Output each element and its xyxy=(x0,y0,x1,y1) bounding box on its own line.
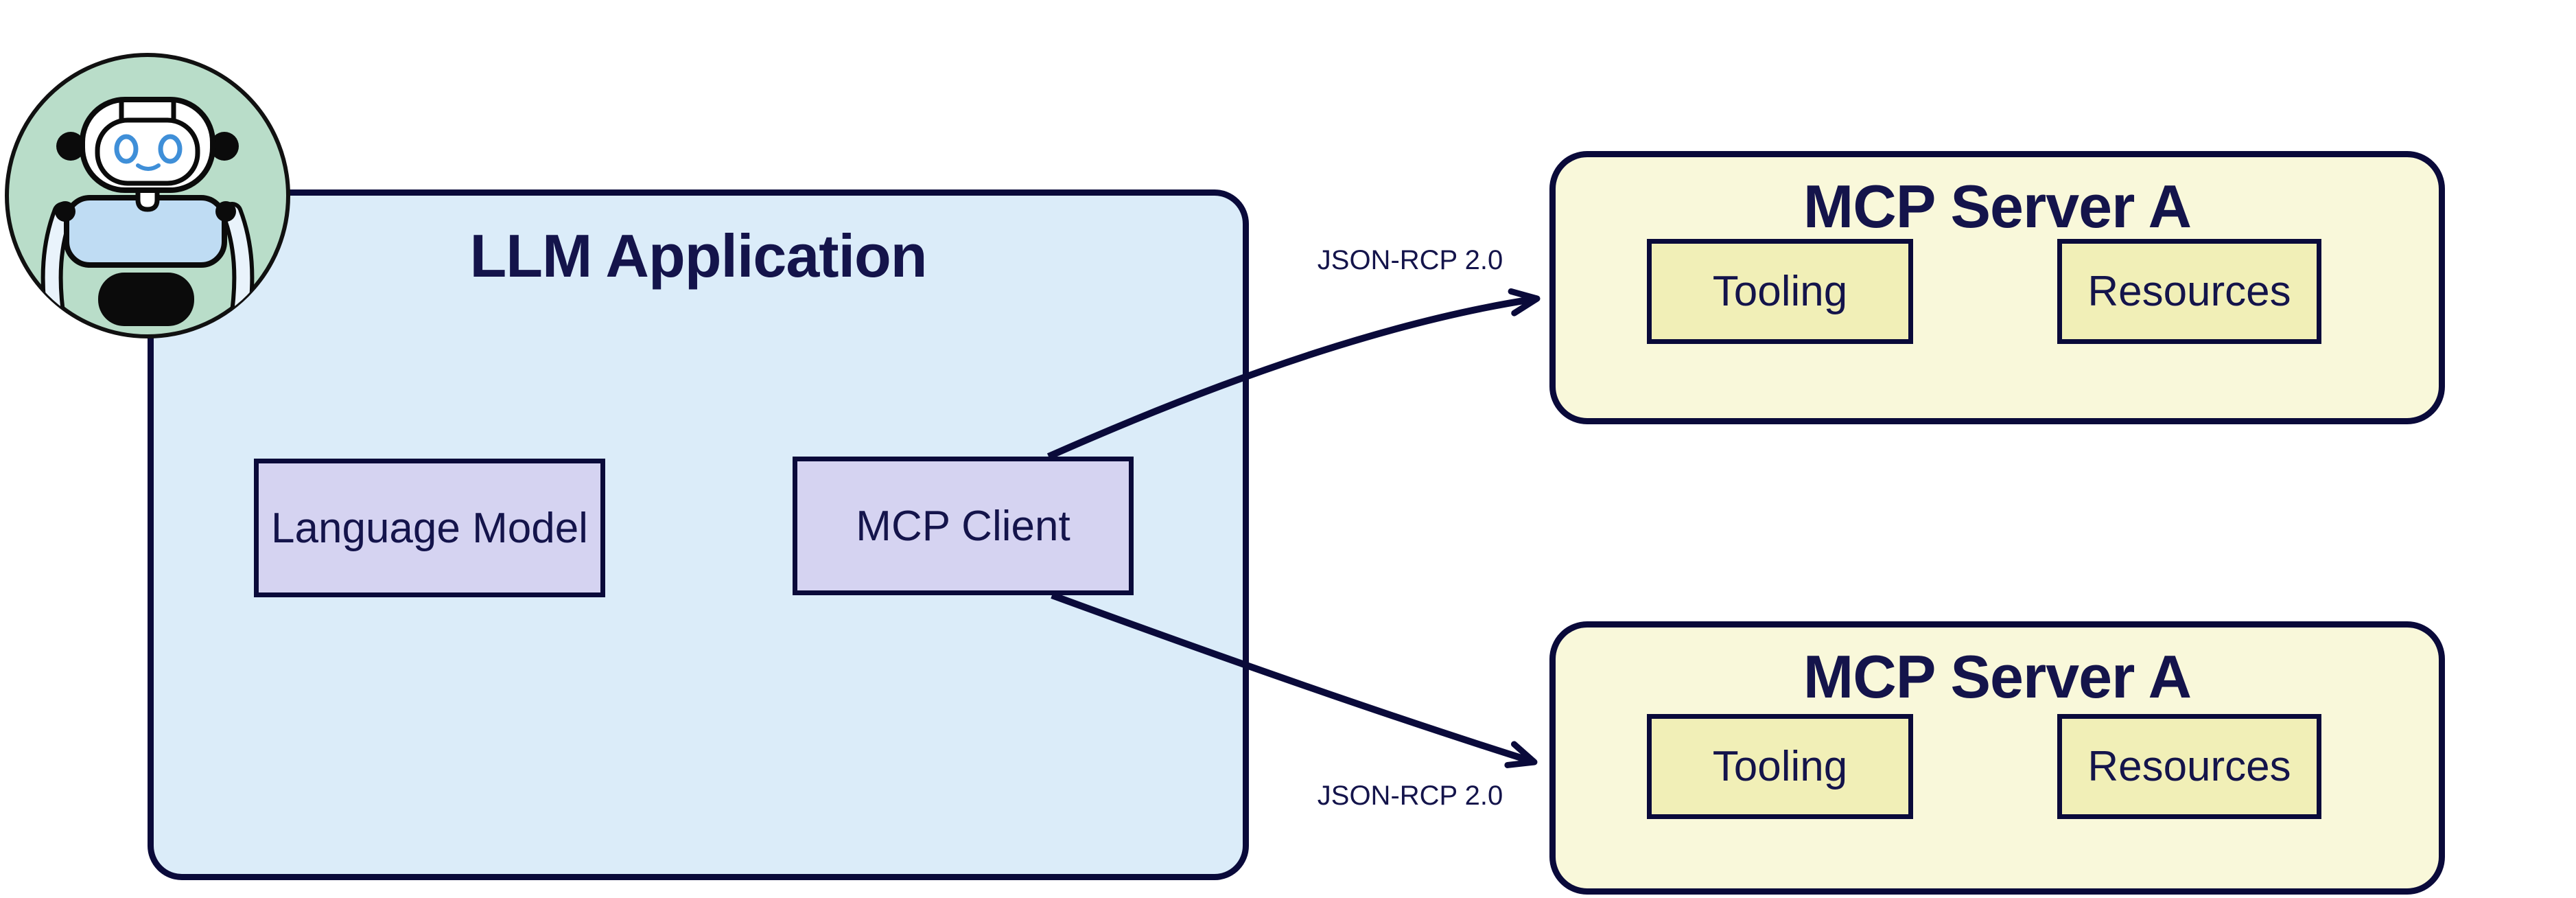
server-bottom-resources-box: Resources xyxy=(2057,714,2321,819)
robot-eye-left xyxy=(114,134,139,164)
llm-application-title: LLM Application xyxy=(469,222,927,290)
language-model-label: Language Model xyxy=(271,504,588,552)
robot-chest xyxy=(98,273,194,326)
mcp-client-box: MCP Client xyxy=(793,457,1134,595)
robot-smile xyxy=(136,163,161,171)
server-bottom-tooling-label: Tooling xyxy=(1712,743,1848,790)
robot-eye-right xyxy=(158,134,183,164)
server-bottom-tooling-box: Tooling xyxy=(1647,714,1913,819)
server-top-tooling-box: Tooling xyxy=(1647,239,1913,344)
mcp-server-bottom-title: MCP Server A xyxy=(1803,643,2192,711)
server-top-resources-box: Resources xyxy=(2057,239,2321,344)
robot-ear-right xyxy=(210,132,239,161)
mcp-client-label: MCP Client xyxy=(856,502,1070,550)
robot-avatar-icon xyxy=(5,53,290,338)
robot-ear-left xyxy=(56,132,85,161)
connection-label-top: JSON-RCP 2.0 xyxy=(1317,245,1503,275)
server-top-tooling-label: Tooling xyxy=(1712,268,1848,315)
server-top-resources-label: Resources xyxy=(2087,268,2291,315)
mcp-server-top-title: MCP Server A xyxy=(1803,172,2192,240)
language-model-box: Language Model xyxy=(254,459,605,597)
robot-face xyxy=(95,117,200,186)
server-bottom-resources-label: Resources xyxy=(2087,743,2291,790)
connection-label-bottom: JSON-RCP 2.0 xyxy=(1317,781,1503,811)
